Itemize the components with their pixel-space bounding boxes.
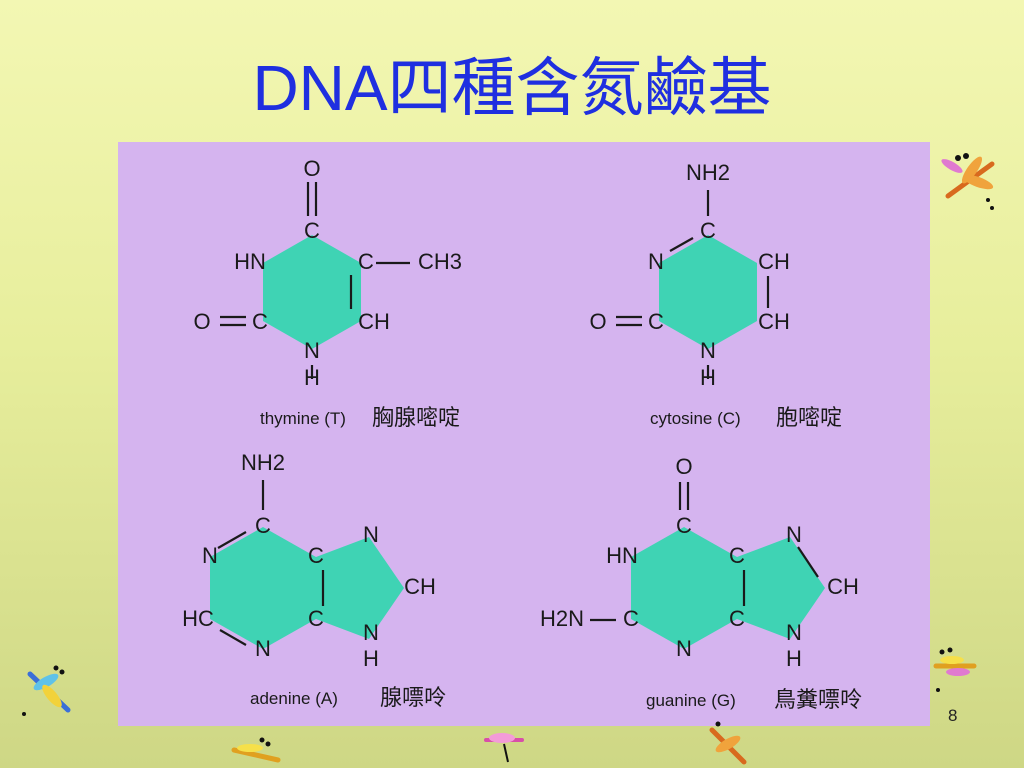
adenine-atom-hc: HC	[182, 606, 214, 631]
thymine-atom-c-right: C	[358, 249, 374, 274]
guanine-atom-ch: CH	[827, 574, 859, 599]
dragonfly-icon	[941, 153, 995, 210]
cytosine-atom-c-left: C	[648, 309, 664, 334]
guanine-atom-h2n: H2N	[540, 606, 584, 631]
guanine-chinese-name: 鳥糞嘌呤	[774, 688, 862, 713]
thymine-atom-h-bottom: H	[304, 365, 320, 390]
thymine-atom-c-left: C	[252, 309, 268, 334]
guanine-atom-n-five-bottom: N	[786, 620, 802, 645]
adenine-five-ring	[316, 537, 404, 639]
guanine-atom-c-mid-top: C	[729, 543, 745, 568]
cytosine-atom-nh2: NH2	[686, 160, 730, 185]
thymine-atom-ch3: CH3	[418, 249, 462, 274]
cytosine-atom-ch-right: CH	[758, 249, 790, 274]
dragonfly-icon	[933, 647, 977, 692]
slide-title: DNA四種含氮鹼基	[252, 52, 772, 124]
adenine-atom-n-five-bottom: N	[363, 620, 379, 645]
page-number: 8	[948, 706, 958, 725]
adenine-atom-c-top: C	[255, 513, 271, 538]
thymine-atom-o-top: O	[303, 156, 320, 181]
guanine-atom-c-top: C	[676, 513, 692, 538]
thymine-structure: O C HN C CH3 O C CH N H thymine (T) 胸腺嘧啶	[193, 156, 462, 431]
cytosine-atom-h-bottom: H	[700, 365, 716, 390]
guanine-atom-c-mid-bottom: C	[729, 606, 745, 631]
thymine-atom-c-top: C	[304, 218, 320, 243]
dragonfly-icon	[484, 733, 524, 763]
guanine-caption: guanine (G)	[646, 691, 736, 710]
guanine-structure: O C HN C N CH H2N C C N N H guanine (G) …	[540, 454, 862, 713]
thymine-atom-o-left: O	[193, 309, 210, 334]
cytosine-caption: cytosine (C)	[650, 409, 741, 428]
cytosine-atom-n-left: N	[648, 249, 664, 274]
adenine-atom-nh2: NH2	[241, 450, 285, 475]
dragonfly-icon	[22, 665, 71, 716]
cytosine-atom-c-top: C	[700, 218, 716, 243]
thymine-atom-ch: CH	[358, 309, 390, 334]
cytosine-structure: NH2 C N CH O C CH N H cytosine (C) 胞嘧啶	[589, 160, 842, 431]
cytosine-atom-o-left: O	[589, 309, 606, 334]
guanine-five-ring	[737, 537, 825, 639]
cytosine-atom-n-bottom: N	[700, 338, 716, 363]
guanine-six-ring	[631, 527, 737, 649]
cytosine-ring	[659, 235, 757, 349]
adenine-atom-n-left: N	[202, 543, 218, 568]
adenine-six-ring	[210, 527, 316, 649]
adenine-atom-ch: CH	[404, 574, 436, 599]
adenine-atom-c-mid-bottom: C	[308, 606, 324, 631]
guanine-atom-n-bottom: N	[676, 636, 692, 661]
thymine-chinese-name: 胸腺嘧啶	[372, 406, 460, 431]
thymine-atom-n-bottom: N	[304, 338, 320, 363]
adenine-atom-h-five-bottom: H	[363, 646, 379, 671]
structure-panel: O C HN C CH3 O C CH N H thymine (T) 胸腺嘧啶…	[118, 142, 930, 726]
adenine-atom-n-five-top: N	[363, 522, 379, 547]
guanine-atom-hn: HN	[606, 543, 638, 568]
adenine-chinese-name: 腺嘌呤	[380, 686, 446, 711]
cytosine-atom-ch-bottom: CH	[758, 309, 790, 334]
dragonfly-icon	[709, 721, 747, 765]
guanine-atom-h-five-bottom: H	[786, 646, 802, 671]
thymine-caption: thymine (T)	[260, 409, 346, 428]
guanine-atom-n-five-top: N	[786, 522, 802, 547]
adenine-atom-c-mid-top: C	[308, 543, 324, 568]
thymine-ring	[263, 235, 361, 349]
thymine-atom-hn: HN	[234, 249, 266, 274]
adenine-atom-n-bottom: N	[255, 636, 271, 661]
guanine-atom-c-left: C	[623, 606, 639, 631]
dragonfly-icon	[231, 737, 281, 763]
adenine-structure: NH2 C N C N CH HC C N N H adenine (A) 腺嘌…	[182, 450, 446, 711]
guanine-atom-o-top: O	[675, 454, 692, 479]
adenine-caption: adenine (A)	[250, 689, 338, 708]
cytosine-chinese-name: 胞嘧啶	[776, 406, 842, 431]
